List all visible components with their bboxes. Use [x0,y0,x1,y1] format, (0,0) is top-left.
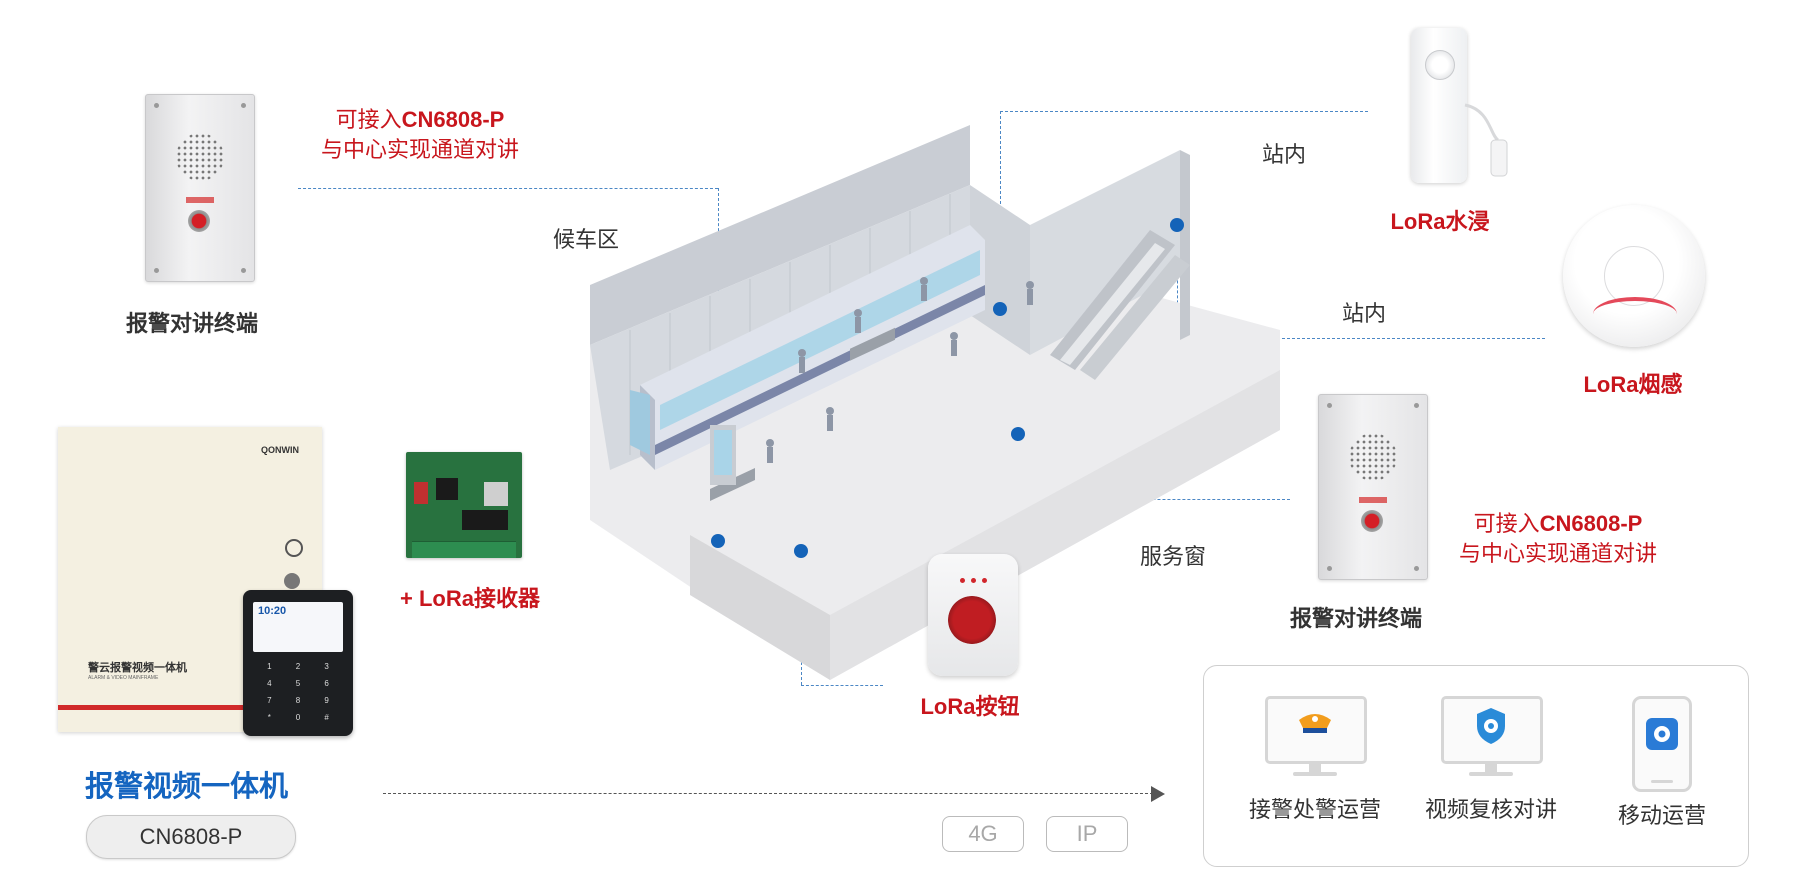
connector-line [801,685,883,686]
platform-edge [690,535,830,680]
cn-note-top-pre: 可接入 [335,107,402,132]
main-device-title: 报警视频一体机 [85,771,289,803]
panel-title: 警云报警视频一体机 [88,662,187,674]
lora-water-sensor [1411,28,1467,183]
platform-item-mobile-ops: 移动运营 [1602,696,1722,830]
key: 2 [295,662,301,671]
panel-lock-icon [285,539,303,557]
shield-eye-icon [1477,708,1505,744]
connector-line [1177,226,1178,338]
police-cap-icon [1299,714,1331,733]
cn-note-top-line2: 与中心实现通道对讲 [320,137,519,162]
key: 0 [295,713,301,722]
intercom-terminal-right [1318,394,1428,580]
call-button-icon [1361,510,1383,532]
platform-item-video-review: 视频复核对讲 [1416,696,1566,824]
lora-smoke-label: LoRa烟感 [1583,372,1683,397]
key: 8 [295,696,301,705]
keypad-keys: 1 2 3 4 5 6 7 8 9 * 0 # [255,662,341,728]
platform-label: 移动运营 [1617,803,1706,828]
key: 3 [324,662,329,671]
panel-subtitle: ALARM & VIDEO MAINFRAME [88,675,159,681]
hotspot-service-window [1011,427,1025,441]
keypad: 10:20 1 2 3 4 5 6 7 8 9 * 0 # [243,590,353,736]
connector-line [298,188,718,189]
cn-note-top: 可接入CN6808-P 与中心实现通道对讲 [300,105,540,165]
connector-line [1177,338,1545,339]
lora-smoke-sensor [1563,205,1705,347]
back-wall [590,125,970,345]
cn-note-right-line2: 与中心实现通道对讲 [1458,541,1657,566]
tag-ip: IP [1046,816,1128,852]
panel-brand: QONWIN [261,445,299,455]
sensor-button-icon [1425,50,1455,80]
platform-panel: 接警处警运营 视频复核对讲 移动运营 [1203,665,1749,867]
lora-water-label: LoRa水浸 [1390,209,1490,234]
tag-4g: 4G [942,816,1024,852]
panic-button-icon [948,596,996,644]
platform-label: 接警处警运营 [1248,797,1381,822]
cn-note-top-model: CN6808-P [401,107,505,132]
lora-panic-button [928,554,1018,676]
zone-station-inner-1: 站内 [1262,142,1307,167]
keypad-time: 10:20 [258,605,287,617]
key: 9 [324,696,329,705]
lora-receiver-label: + LoRa接收器 [400,586,540,611]
key: 1 [267,662,272,671]
lora-receiver-board [406,452,522,558]
zone-waiting-area: 候车区 [553,227,620,252]
key: 5 [295,679,301,688]
intercom-terminal-left [145,94,255,282]
mobile-app-icon [1646,718,1678,750]
intercom-right-label: 报警对讲终端 [1290,606,1423,631]
zone-service-window: 服务窗 [1140,544,1207,569]
cn-note-right: 可接入CN6808-P 与中心实现通道对讲 [1438,509,1678,569]
key: 4 [267,679,272,688]
hotspot-escalator [1170,218,1184,232]
key: 6 [324,679,329,688]
cn-note-right-model: CN6808-P [1539,511,1643,536]
hotspot-train-door [993,302,1007,316]
lora-button-label: LoRa按钮 [920,694,1020,719]
keypad-screen: 10:20 [253,602,343,652]
cn-note-right-pre: 可接入 [1473,511,1540,536]
zone-station-inner-2: 站内 [1342,301,1387,326]
panel-keyhole-icon [284,573,300,589]
call-button-icon [188,210,210,232]
key: 7 [267,696,272,705]
intercom-left-label: 报警对讲终端 [126,311,259,336]
platform-label: 视频复核对讲 [1424,797,1557,822]
key: # [324,713,329,722]
arrow-head-icon [1151,786,1165,802]
model-pill: CN6808-P [86,815,296,859]
sensor-cable [1464,103,1508,177]
connector-line [1000,111,1368,112]
hotspot-waiting-area [711,534,725,548]
hotspot-platform-bench [794,544,808,558]
link-arrow-line [383,793,1153,794]
platform-item-alarm-ops: 接警处警运营 [1240,696,1390,824]
key: * [267,713,271,722]
